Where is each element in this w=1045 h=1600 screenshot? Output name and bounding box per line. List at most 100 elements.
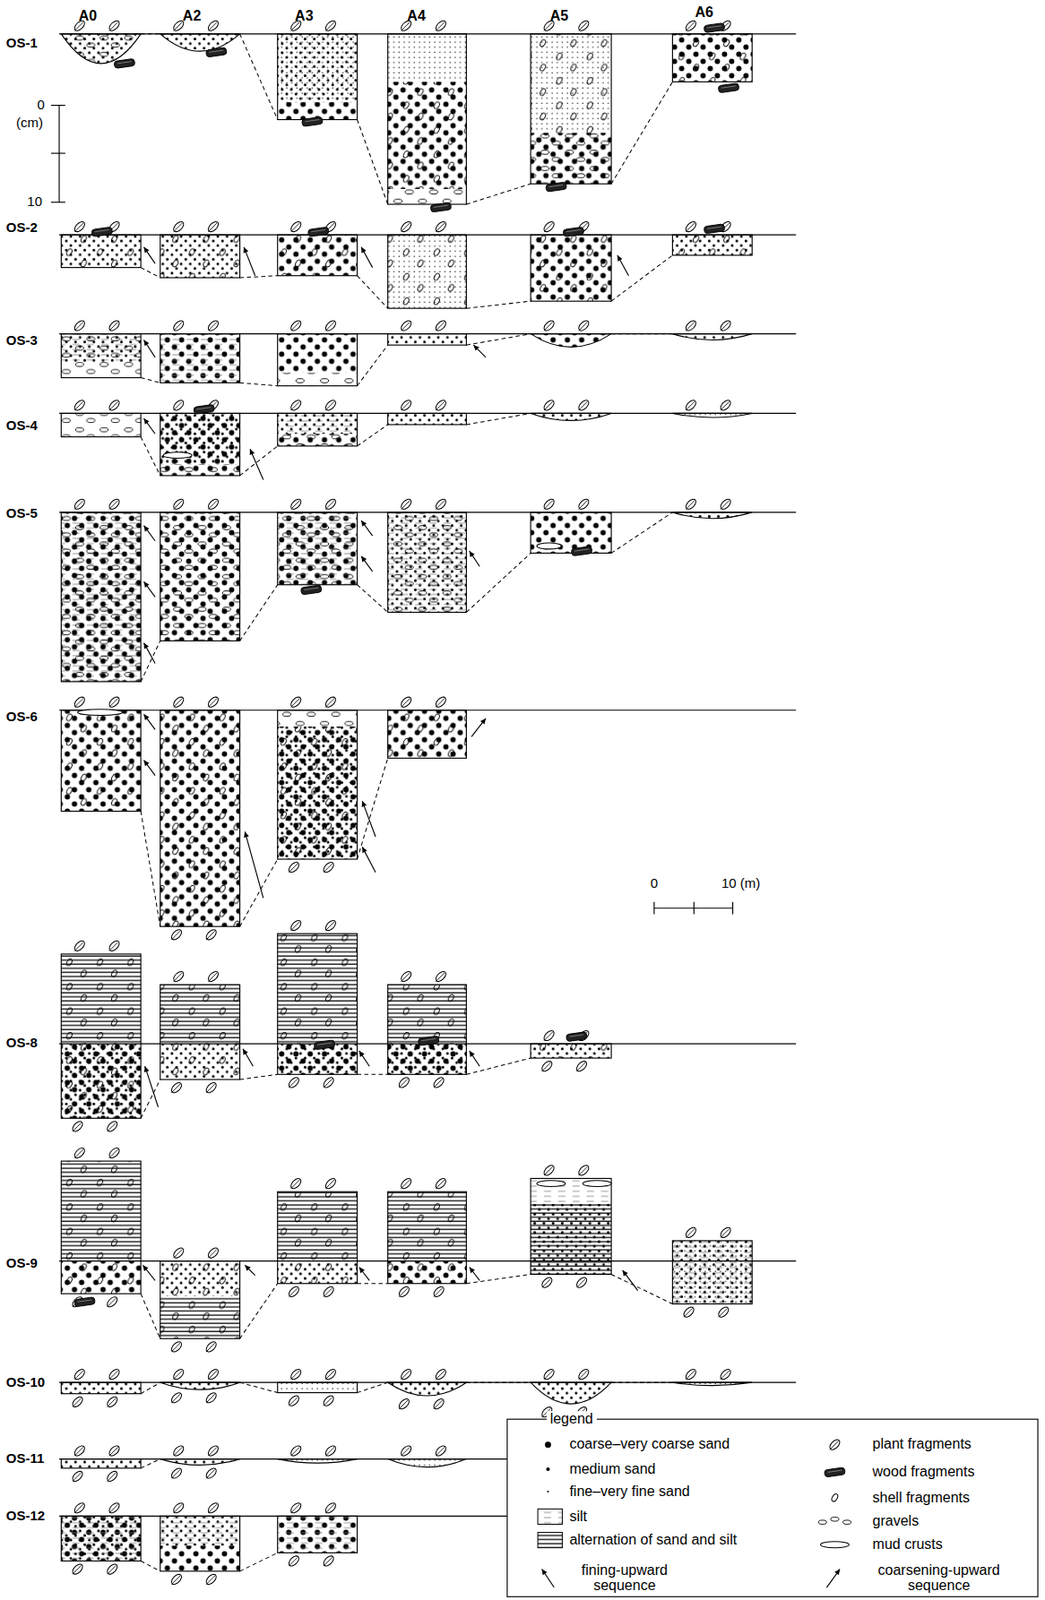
leaf-rib bbox=[435, 1371, 445, 1381]
leaf-outline bbox=[682, 1305, 696, 1320]
plant-fragment bbox=[171, 319, 186, 334]
plant-fragment bbox=[433, 497, 449, 512]
plant-fragment bbox=[206, 18, 221, 34]
leaf-rib bbox=[107, 1473, 117, 1483]
column-outline bbox=[672, 1241, 752, 1305]
lens-fill bbox=[160, 1459, 241, 1467]
leaf-outline bbox=[172, 219, 186, 234]
leaf-outline bbox=[70, 1563, 85, 1577]
wood-fragment bbox=[703, 224, 726, 234]
plant-fragment bbox=[69, 1395, 85, 1410]
plant-fragment bbox=[203, 1467, 218, 1482]
leaf-outline bbox=[323, 918, 337, 933]
wood-grain bbox=[433, 205, 449, 208]
plant-fragment bbox=[104, 1469, 120, 1485]
column-fill bbox=[277, 726, 358, 860]
leaf-rib bbox=[288, 1288, 298, 1298]
lens-outline bbox=[672, 512, 752, 519]
plant-fragment bbox=[433, 695, 449, 710]
lens-outline bbox=[530, 1382, 612, 1405]
leaf-outline bbox=[206, 1502, 220, 1516]
plant-fragment bbox=[286, 1394, 302, 1409]
leaf-rib bbox=[325, 321, 335, 331]
column-fill bbox=[160, 512, 241, 641]
plant-fragment bbox=[431, 1076, 446, 1091]
plant-fragment bbox=[169, 1340, 184, 1356]
leaf-rib bbox=[685, 22, 695, 32]
plant-fragment bbox=[288, 219, 303, 234]
wood-body bbox=[703, 224, 726, 234]
column-fill bbox=[60, 1516, 141, 1562]
leaf-rib bbox=[578, 401, 588, 411]
sequence-arrow bbox=[244, 1265, 255, 1276]
wood-grain bbox=[574, 549, 589, 552]
plant-fragment bbox=[398, 219, 414, 234]
plant-fragment bbox=[433, 1444, 449, 1460]
leaf-rib bbox=[325, 1371, 335, 1381]
column-outline bbox=[60, 1161, 141, 1295]
arrow-head bbox=[244, 1265, 251, 1271]
column-ground bbox=[60, 1161, 141, 1295]
column-outline bbox=[277, 1516, 358, 1554]
sequence-arrow bbox=[359, 1051, 370, 1067]
column-outline bbox=[388, 234, 467, 309]
correlation-line bbox=[240, 1284, 278, 1339]
leaf-outline bbox=[107, 1444, 121, 1459]
leaf-outline bbox=[72, 939, 87, 953]
lens-fill bbox=[388, 1382, 467, 1397]
leaf-outline bbox=[828, 1438, 842, 1452]
sequence-arrow bbox=[144, 526, 156, 542]
column-ground bbox=[388, 710, 467, 760]
leaf-rib bbox=[207, 973, 217, 983]
plant-fragment bbox=[206, 969, 221, 985]
leaf-rib bbox=[206, 931, 216, 941]
leaf-rib bbox=[171, 1469, 181, 1479]
leaf-rib bbox=[171, 931, 181, 941]
section-label: OS-11 bbox=[6, 1451, 45, 1468]
plant-fragment bbox=[71, 695, 87, 710]
leaf-outline bbox=[321, 1076, 336, 1090]
leaf-rib bbox=[323, 1079, 333, 1089]
plant-fragment bbox=[203, 1391, 218, 1407]
plant-fragment bbox=[323, 1368, 338, 1383]
plant-fragment bbox=[206, 1246, 221, 1261]
plant-fragment bbox=[203, 1081, 218, 1097]
wood-grain bbox=[310, 230, 326, 233]
column-fill bbox=[60, 413, 141, 437]
plant-fragment bbox=[576, 1368, 591, 1383]
correlation-line bbox=[140, 437, 161, 476]
leaf-rib bbox=[718, 1309, 728, 1319]
plant-fragment bbox=[576, 319, 591, 334]
leaf-rib bbox=[206, 1084, 216, 1094]
column-fill bbox=[388, 81, 467, 190]
leaf-rib bbox=[109, 1447, 119, 1457]
leaf-outline bbox=[397, 1398, 411, 1412]
correlation-line bbox=[466, 183, 531, 205]
leaf-rib bbox=[72, 1122, 82, 1132]
column-fill bbox=[672, 1241, 752, 1305]
column-fill bbox=[672, 1241, 752, 1305]
wood-grain bbox=[303, 587, 319, 590]
arrow-head bbox=[144, 760, 150, 768]
wood-grain bbox=[421, 1038, 436, 1041]
column-fill bbox=[277, 433, 358, 447]
leaf-outline bbox=[323, 1502, 337, 1516]
sequence-arrow bbox=[471, 718, 486, 737]
column-label: A4 bbox=[406, 8, 425, 25]
leaf-rib bbox=[74, 699, 84, 709]
leaf-rib bbox=[207, 223, 217, 233]
correlation-line bbox=[240, 859, 278, 927]
lens-fill bbox=[672, 334, 752, 341]
column-fill bbox=[388, 710, 467, 760]
column-outline bbox=[160, 984, 241, 1080]
column-outline bbox=[277, 710, 358, 860]
legend-sample bbox=[545, 1468, 550, 1472]
plant-fragment bbox=[71, 1146, 87, 1161]
leaf-outline bbox=[105, 1120, 120, 1134]
sequence-arrow bbox=[250, 449, 264, 480]
leaf-outline bbox=[206, 18, 220, 33]
sequence-arrow bbox=[473, 345, 486, 358]
column-outline bbox=[672, 234, 752, 256]
plant-fragment bbox=[541, 497, 556, 512]
